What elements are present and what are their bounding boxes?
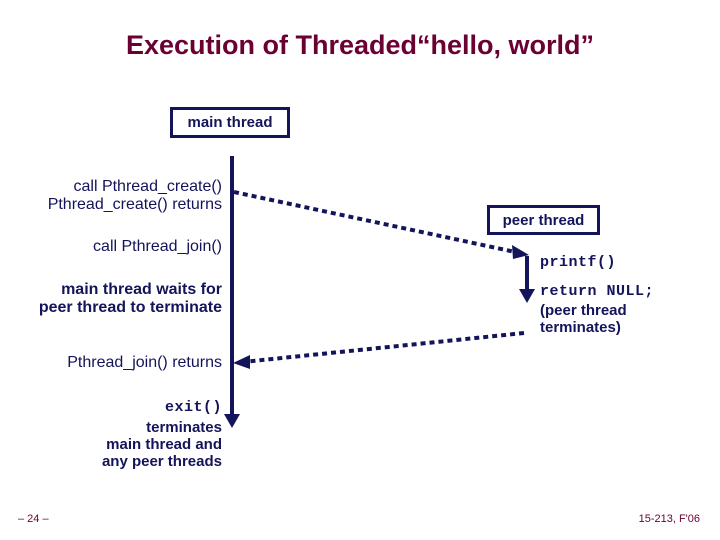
peer-thread-box: peer thread — [487, 205, 600, 235]
label-exit-effect: terminates main thread and any peer thre… — [101, 419, 222, 470]
label-pthread-join-returns: Pthread_join() returns — [67, 354, 222, 371]
pthread-create-arrowhead — [512, 245, 529, 259]
label-call-pthread-create: call Pthread_create() Pthread_create() r… — [47, 178, 222, 213]
label-printf: printf() — [540, 254, 617, 271]
main-thread-box: main thread — [170, 107, 290, 138]
pthread-create-arrow — [233, 190, 521, 255]
label-main-thread-waits: main thread waits for peer thread to ter… — [38, 281, 222, 316]
label-exit-call: exit() — [164, 399, 222, 416]
label-return-null: return NULL; — [540, 283, 655, 300]
label-peer-thread-terminates: (peer thread terminates) — [540, 302, 627, 336]
footer-course-label: 15-213, F'06 — [638, 513, 700, 525]
main-thread-box-label: main thread — [187, 114, 273, 131]
footer-page-number: – 24 – — [18, 513, 49, 525]
peer-terminate-arrowhead — [233, 355, 250, 369]
peer-thread-lifeline-arrowhead — [519, 289, 535, 303]
label-call-pthread-join: call Pthread_join() — [93, 238, 222, 255]
page-title: Execution of Threaded“hello, world” — [125, 30, 595, 60]
main-thread-lifeline-arrowhead — [224, 414, 240, 428]
peer-terminate-arrow — [242, 331, 525, 364]
peer-thread-box-label: peer thread — [502, 211, 585, 229]
